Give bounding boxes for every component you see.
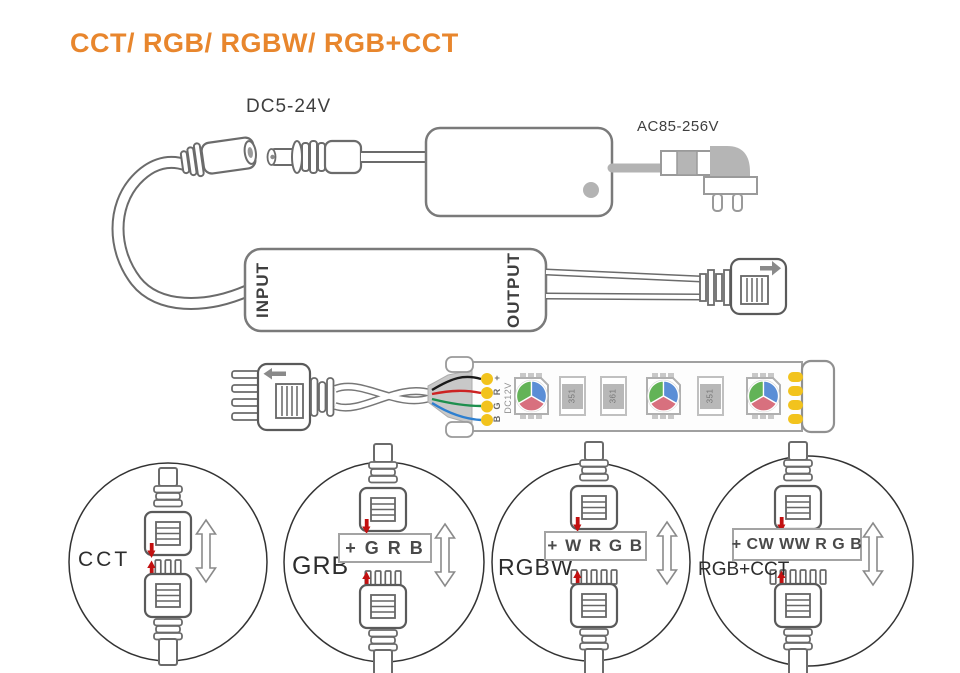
strip-voltage-label: DC12V [503, 382, 513, 414]
resistor [559, 376, 586, 416]
page-title: CCT/ RGB/ RGBW/ RGB+CCT [70, 28, 459, 58]
resistor [600, 376, 627, 416]
solder-pads-right [788, 372, 803, 424]
rgb-led-chip [514, 373, 549, 419]
pad-label-g: G [492, 402, 502, 410]
pinout-box-rgbcct: + CW WW R G B [732, 528, 862, 561]
solder-wires [431, 375, 482, 422]
strip-type-label-cct: CCT [78, 548, 131, 571]
ac-plug [607, 146, 758, 212]
rgb-led-chip [646, 373, 681, 419]
direction-arrow-icon [263, 368, 286, 380]
solder-pads-left [481, 373, 493, 426]
controller-input-label: INPUT [253, 262, 272, 318]
circle-cct [68, 462, 268, 667]
ac-plug-pin [732, 193, 743, 212]
rgb-led-chip [746, 373, 781, 419]
strip-type-label-rgbcct: RGB+CCT [698, 559, 790, 580]
pinout-box-grb: + G R B [338, 533, 432, 563]
controller-output-label: OUTPUT [504, 252, 523, 328]
circle-rgbcct [702, 440, 914, 673]
resistor-label: 361 [608, 388, 618, 404]
resistor-label: 351 [705, 388, 715, 404]
output-cables [545, 268, 702, 301]
circle-rgbw [491, 440, 691, 673]
ac-plug-pin [712, 193, 723, 212]
power-adapter [424, 126, 614, 218]
strip-connector-4pin [231, 362, 335, 432]
resistor-label: 351 [567, 388, 577, 404]
dc-female-jack [179, 136, 257, 178]
resistor [697, 376, 724, 416]
led-strip [427, 356, 836, 438]
output-connector [699, 257, 788, 316]
pad-label-r: R [492, 388, 502, 396]
direction-arrow-icon [760, 261, 781, 276]
connector-wires [333, 382, 432, 412]
input-cable-curve [111, 155, 250, 310]
pinout-box-rgbw: + W R G B [544, 531, 647, 561]
dc-voltage-label: DC5-24V [246, 96, 332, 117]
pad-label-plus: + [492, 375, 502, 381]
controller-box [243, 247, 548, 333]
dc-male-plug [266, 139, 428, 175]
pad-label-b: B [492, 415, 502, 423]
adapter-led-indicator [583, 182, 599, 198]
ac-voltage-label: AC85-256V [637, 118, 720, 135]
strip-end-cap [800, 359, 836, 434]
